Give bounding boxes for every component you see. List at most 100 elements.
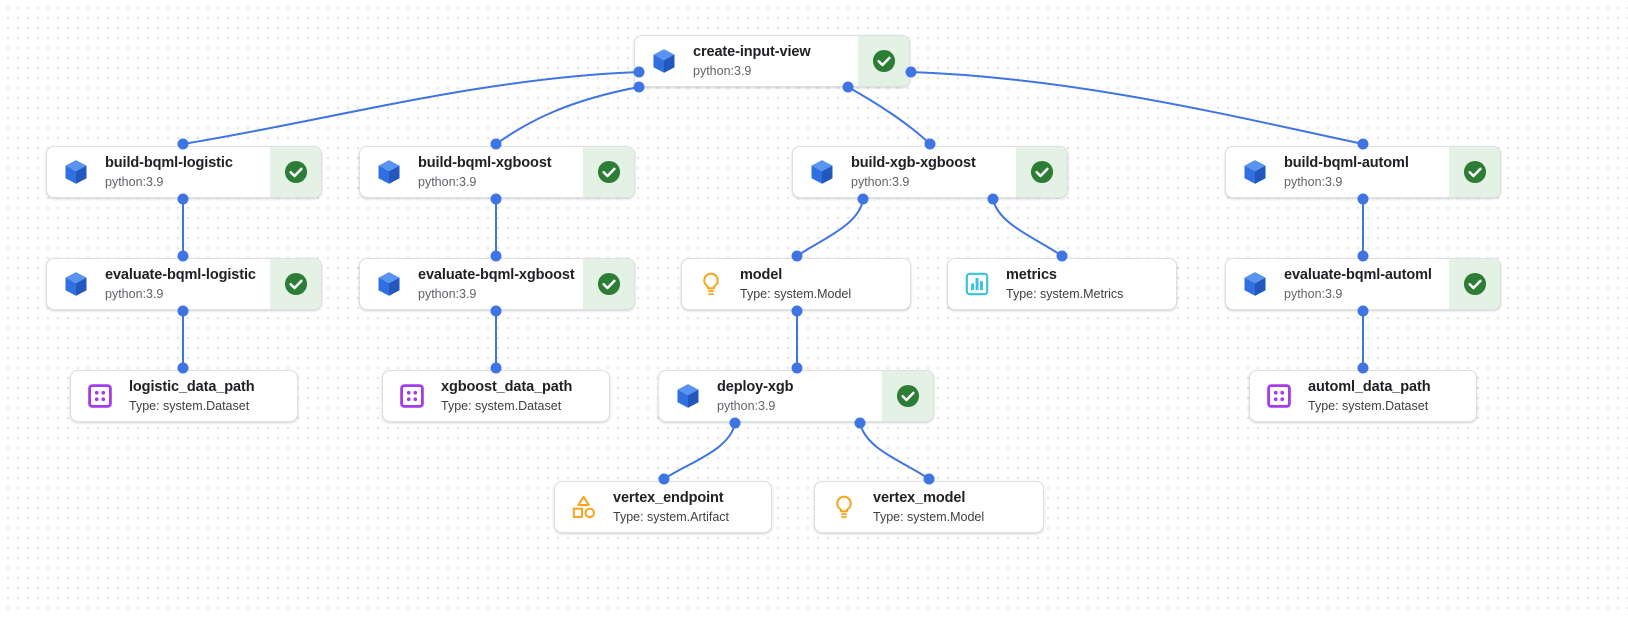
metrics-chart-icon bbox=[962, 269, 992, 299]
dataset-grid-icon bbox=[85, 381, 115, 411]
port-build-bqml-automl[interactable] bbox=[1357, 193, 1369, 205]
port-create-input-view[interactable] bbox=[905, 66, 917, 78]
node-title: xgboost_data_path bbox=[441, 378, 573, 395]
port-deploy-xgb[interactable] bbox=[729, 417, 741, 429]
cube-icon bbox=[374, 157, 404, 187]
node-title: build-bqml-logistic bbox=[105, 154, 233, 171]
node-title: evaluate-bqml-logistic bbox=[105, 266, 256, 283]
node-subtitle: Type: system.Model bbox=[873, 509, 985, 524]
port-build-bqml-xgboost[interactable] bbox=[490, 138, 502, 150]
port-build-bqml-logistic[interactable] bbox=[177, 193, 189, 205]
cube-icon bbox=[61, 157, 91, 187]
status-badge bbox=[1016, 147, 1067, 197]
edge-build-xgb-xgboost-to-metrics bbox=[992, 198, 1063, 257]
port-build-xgb-xgboost[interactable] bbox=[857, 193, 869, 205]
status-badge bbox=[270, 147, 321, 197]
port-vertex_model[interactable] bbox=[923, 473, 935, 485]
status-badge bbox=[882, 371, 933, 421]
port-model[interactable] bbox=[791, 250, 803, 262]
node-subtitle: python:3.9 bbox=[717, 398, 776, 413]
node-text: evaluate-bqml-logistic python:3.9 bbox=[105, 267, 256, 302]
node-subtitle: Type: system.Dataset bbox=[441, 398, 562, 413]
port-evaluate-bqml-automl[interactable] bbox=[1357, 305, 1369, 317]
node-subtitle: python:3.9 bbox=[105, 286, 164, 301]
node-subtitle: python:3.9 bbox=[105, 174, 164, 189]
edge-create-input-view-to-build-bqml-xgboost bbox=[495, 86, 640, 145]
check-circle-icon bbox=[283, 159, 309, 185]
port-vertex_endpoint[interactable] bbox=[658, 473, 670, 485]
port-metrics[interactable] bbox=[1056, 250, 1068, 262]
status-badge bbox=[1449, 259, 1500, 309]
port-xgboost_data_path[interactable] bbox=[490, 362, 502, 374]
dag-node-build-bqml-xgboost[interactable]: build-bqml-xgboost python:3.9 bbox=[359, 146, 635, 198]
port-build-bqml-xgboost[interactable] bbox=[490, 193, 502, 205]
node-title: logistic_data_path bbox=[129, 378, 255, 395]
cube-icon bbox=[374, 269, 404, 299]
node-subtitle: python:3.9 bbox=[1284, 286, 1343, 301]
node-body: build-bqml-xgboost python:3.9 bbox=[360, 147, 583, 197]
node-subtitle: Type: system.Dataset bbox=[129, 398, 250, 413]
port-evaluate-bqml-logistic[interactable] bbox=[177, 305, 189, 317]
dataset-grid-icon bbox=[1264, 381, 1294, 411]
port-build-xgb-xgboost[interactable] bbox=[987, 193, 999, 205]
port-evaluate-bqml-logistic[interactable] bbox=[177, 250, 189, 262]
edge-deploy-xgb-to-vertex_endpoint bbox=[663, 422, 736, 480]
dag-node-build-bqml-logistic[interactable]: build-bqml-logistic python:3.9 bbox=[46, 146, 322, 198]
port-logistic_data_path[interactable] bbox=[177, 362, 189, 374]
node-title: build-bqml-xgboost bbox=[418, 154, 552, 171]
edge-build-xgb-xgboost-to-model bbox=[796, 198, 864, 257]
node-subtitle: Type: system.Model bbox=[740, 286, 852, 301]
port-evaluate-bqml-xgboost[interactable] bbox=[490, 250, 502, 262]
edge-create-input-view-to-build-bqml-automl bbox=[910, 71, 1364, 145]
port-evaluate-bqml-automl[interactable] bbox=[1357, 250, 1369, 262]
port-automl_data_path[interactable] bbox=[1357, 362, 1369, 374]
port-build-xgb-xgboost[interactable] bbox=[924, 138, 936, 150]
edge-deploy-xgb-to-vertex_model bbox=[859, 422, 930, 480]
node-subtitle: python:3.9 bbox=[418, 174, 477, 189]
port-evaluate-bqml-xgboost[interactable] bbox=[490, 305, 502, 317]
port-build-bqml-logistic[interactable] bbox=[177, 138, 189, 150]
check-circle-icon bbox=[895, 383, 921, 409]
node-body: build-bqml-logistic python:3.9 bbox=[47, 147, 270, 197]
port-deploy-xgb[interactable] bbox=[791, 362, 803, 374]
cube-icon bbox=[1240, 269, 1270, 299]
port-model[interactable] bbox=[791, 305, 803, 317]
dag-node-evaluate-bqml-logistic[interactable]: evaluate-bqml-logistic python:3.9 bbox=[46, 258, 322, 310]
port-deploy-xgb[interactable] bbox=[854, 417, 866, 429]
port-build-bqml-automl[interactable] bbox=[1357, 138, 1369, 150]
port-create-input-view[interactable] bbox=[633, 66, 645, 78]
port-create-input-view[interactable] bbox=[633, 81, 645, 93]
check-circle-icon bbox=[1462, 271, 1488, 297]
port-create-input-view[interactable] bbox=[842, 81, 854, 93]
artifact-shapes-icon bbox=[569, 492, 599, 522]
cube-icon bbox=[61, 269, 91, 299]
